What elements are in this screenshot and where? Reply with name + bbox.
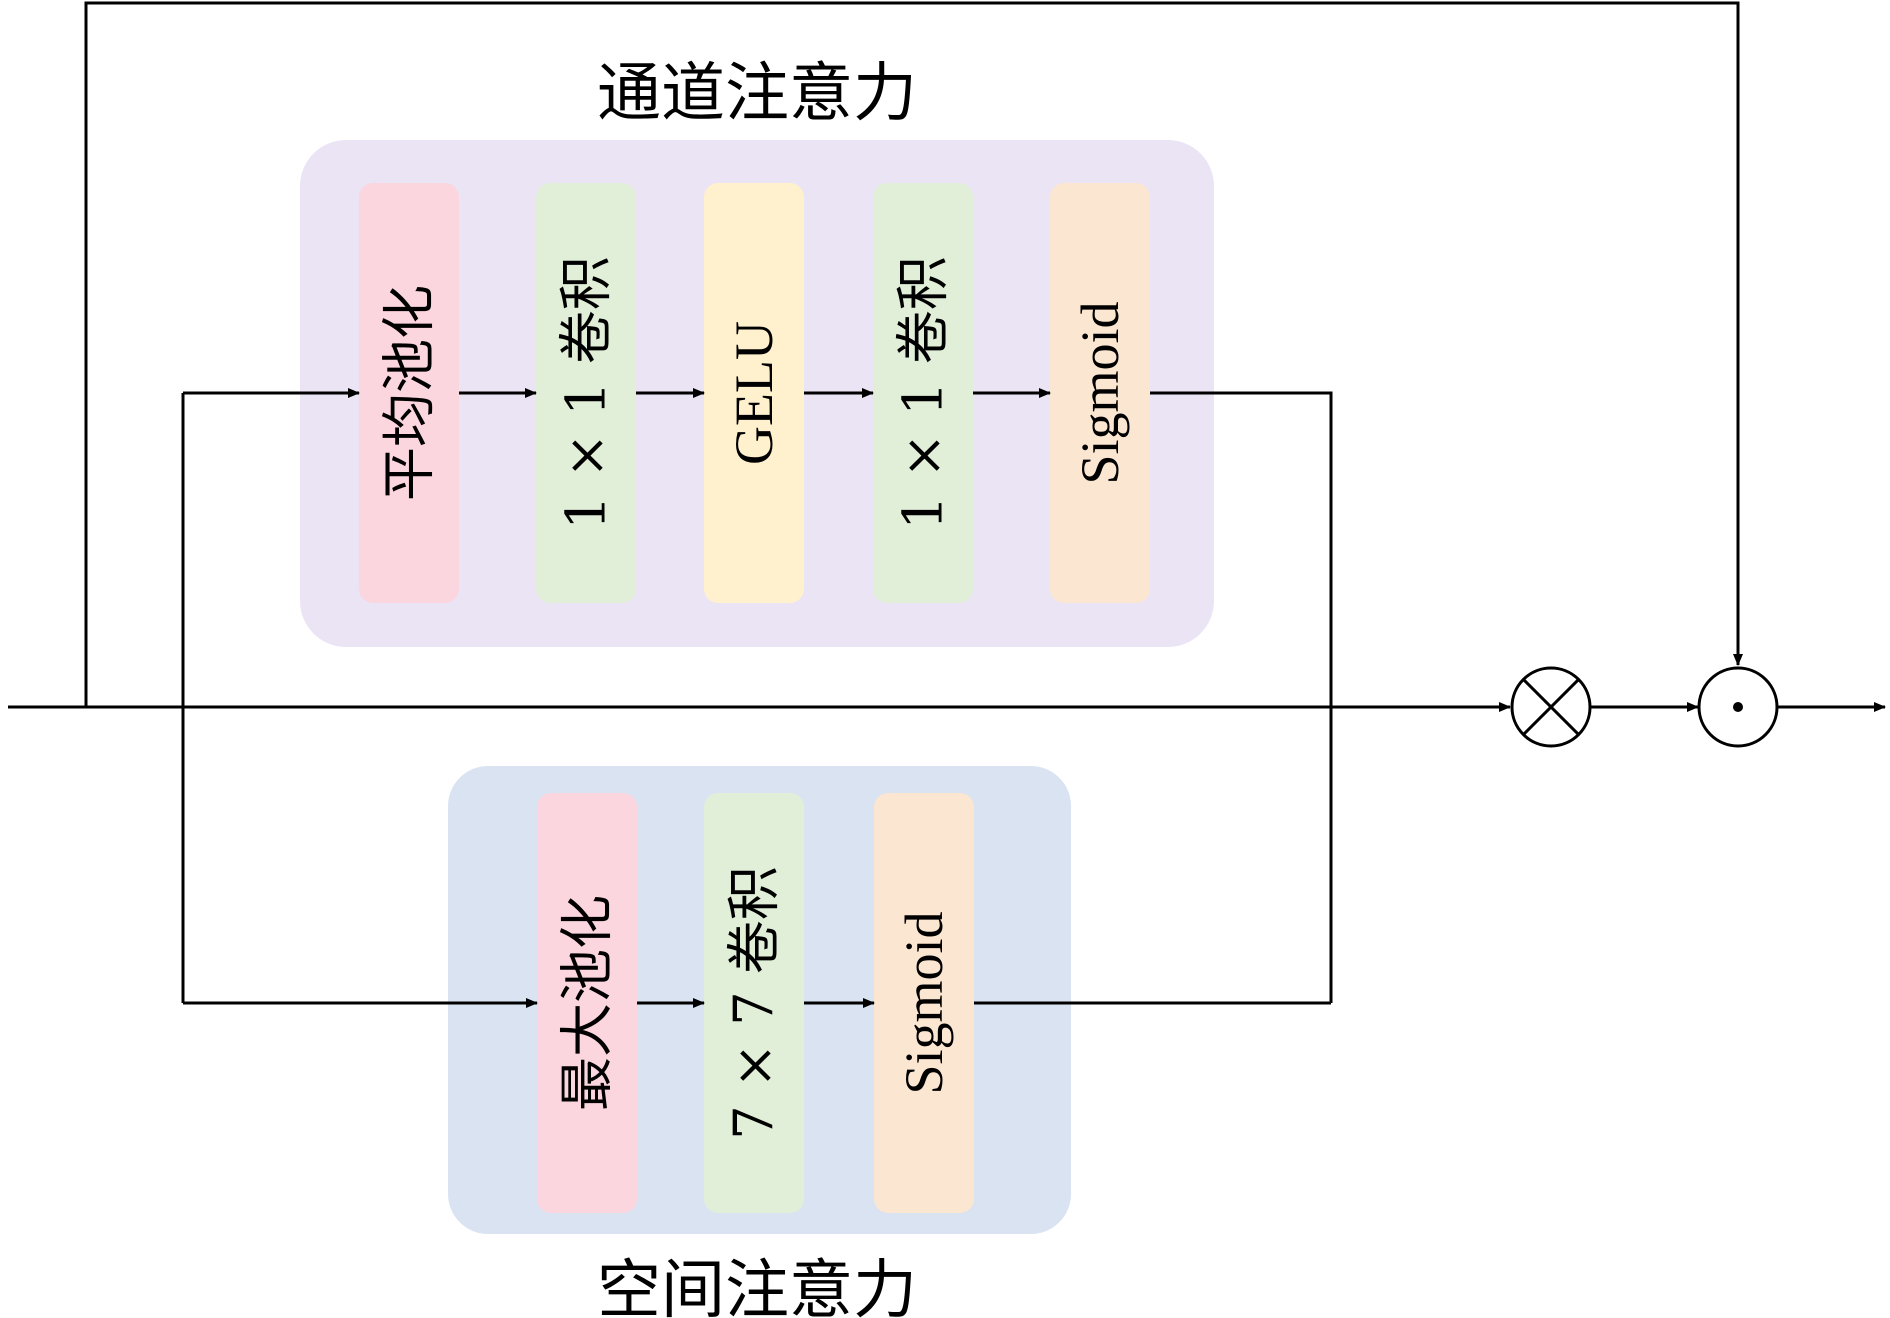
circled-times-icon — [1510, 666, 1592, 748]
avg-pool-label: 平均池化 — [378, 285, 441, 501]
gelu-block: GELU — [704, 183, 804, 603]
spatial-attention-title: 空间注意力 — [597, 1254, 917, 1318]
channel-attention-title: 通道注意力 — [597, 57, 917, 131]
residual-skip-line — [84, 1, 1743, 707]
conv1x1-a-label: 1 × 1 卷积 — [555, 256, 618, 529]
conv7x7-label: 7 × 7 卷积 — [723, 866, 786, 1139]
connection-lines — [8, 1, 1886, 1008]
conv1x1-a-block: 1 × 1 卷积 — [536, 183, 636, 603]
spatial-sigmoid-label: Sigmoid — [894, 911, 954, 1094]
conv1x1-b-block: 1 × 1 卷积 — [873, 183, 973, 603]
max-pool-label: 最大池化 — [556, 895, 619, 1111]
gelu-label: GELU — [724, 321, 784, 465]
channel-output-line — [1150, 391, 1333, 1003]
avg-pool-block: 平均池化 — [359, 183, 459, 603]
spatial-sigmoid-block: Sigmoid — [874, 793, 974, 1213]
max-pool-block: 最大池化 — [537, 793, 637, 1213]
channel-sigmoid-label: Sigmoid — [1070, 301, 1130, 484]
conv7x7-block: 7 × 7 卷积 — [704, 793, 804, 1213]
channel-sigmoid-block: Sigmoid — [1050, 183, 1150, 603]
conv1x1-b-label: 1 × 1 卷积 — [892, 256, 955, 529]
circled-dot-icon — [1697, 666, 1779, 748]
